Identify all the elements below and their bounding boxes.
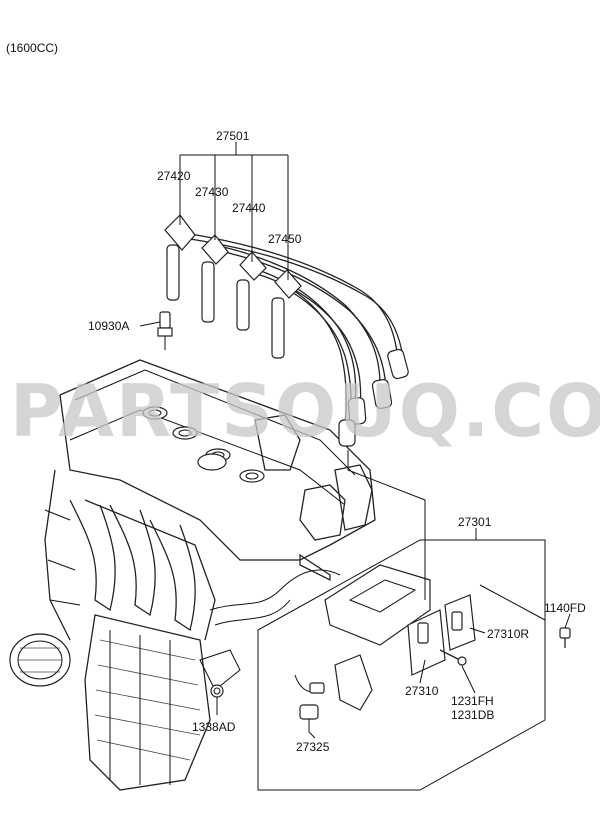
part-label-27310[interactable]: 27310 <box>405 684 439 698</box>
part-label-10930a[interactable]: 10930A <box>88 319 129 333</box>
coil-module-box <box>257 539 546 791</box>
ignition-wire-set <box>164 214 409 447</box>
bolt-1140fd <box>559 627 571 648</box>
spark-plug <box>157 311 173 350</box>
part-label-27450[interactable]: 27450 <box>268 232 302 246</box>
engine-assembly <box>9 359 376 791</box>
part-label-27420[interactable]: 27420 <box>157 169 191 183</box>
part-label-1140fd[interactable]: 1140FD <box>544 601 586 615</box>
part-label-27430[interactable]: 27430 <box>195 185 229 199</box>
leader-lines <box>139 142 571 739</box>
part-label-1338ad[interactable]: 1338AD <box>192 720 236 734</box>
part-label-27301[interactable]: 27301 <box>458 515 492 529</box>
variant-label: (1600CC) <box>6 41 58 55</box>
part-label-1231fh[interactable]: 1231FH <box>451 694 494 708</box>
part-label-27501[interactable]: 27501 <box>216 129 250 143</box>
part-label-27440[interactable]: 27440 <box>232 201 266 215</box>
part-label-1231db[interactable]: 1231DB <box>451 708 494 722</box>
part-label-27325[interactable]: 27325 <box>296 740 330 754</box>
watermark: PARTSOUQ.COM <box>10 369 600 453</box>
part-label-27310r[interactable]: 27310R <box>487 627 529 641</box>
